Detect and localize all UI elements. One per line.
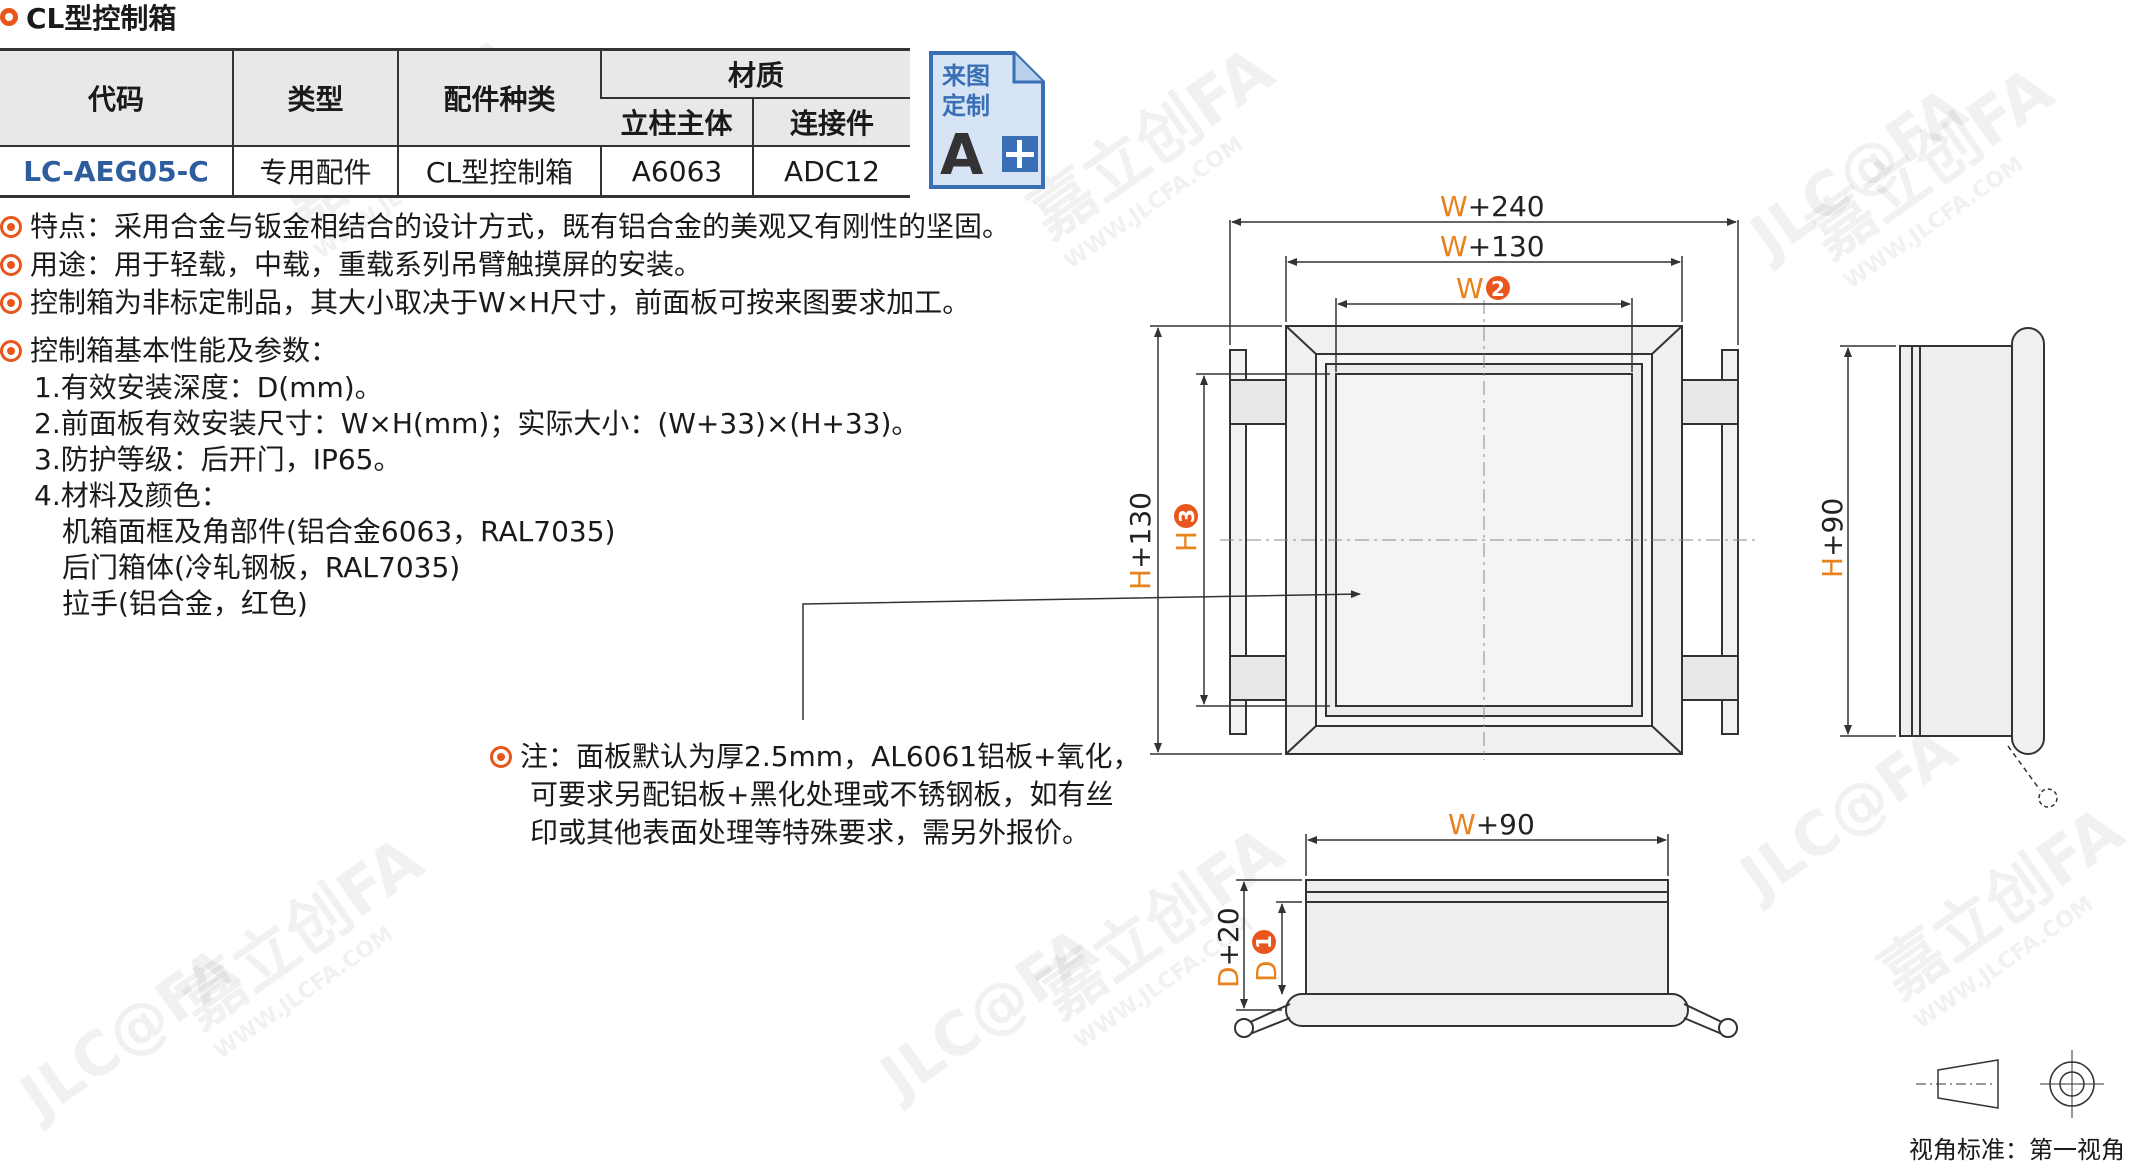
list-item: 控制箱基本性能及参数： — [0, 332, 919, 370]
dim-w-letter: W — [1448, 808, 1476, 841]
dim-w-letter: W — [1440, 190, 1468, 223]
target-bullet-icon — [490, 746, 512, 768]
list-item: 特点：采用合金与钣金相结合的设计方式，既有铝合金的美观又有刚性的坚固。 — [0, 208, 1010, 246]
dim-h-letter: H — [1170, 531, 1203, 552]
callout-3: 3 — [1175, 509, 1199, 523]
col-header-type: 类型 — [232, 48, 398, 147]
side-dim-label: H+90 — [1816, 498, 1849, 578]
dim-h-letter: H — [1816, 557, 1849, 578]
watermark-cn: 嘉立创FA — [1017, 33, 1287, 253]
param-item: 2.前面板有效安装尺寸：W×H(mm)；实际大小：(W+33)×(H+33)。 — [34, 407, 920, 440]
svg-text:D+20: D+20 — [1212, 907, 1245, 988]
dim-h-letter: H — [1124, 569, 1157, 590]
front-view — [802, 300, 1760, 760]
dim-d-letter: D — [1250, 960, 1283, 982]
top-dimensions — [1236, 834, 1669, 1011]
top-dim-labels: W+90 D+20 D 1 — [1212, 808, 1535, 988]
front-dim-labels: W+240 W+130 W 2 H+130 H 3 — [1124, 190, 1545, 590]
badge-line2: 定制 — [942, 92, 990, 120]
cell-part-kind: CL型控制箱 — [397, 146, 601, 198]
dim-w90: +90 — [1476, 808, 1535, 841]
table-row: LC-AEG05-C 专用配件 CL型控制箱 A6063 ADC12 — [0, 146, 910, 198]
material-item: 后门箱体(冷轧钢板，RAL7035) — [62, 551, 461, 584]
svg-text:H+90: H+90 — [1816, 498, 1849, 578]
dim-h90: +90 — [1816, 498, 1849, 557]
badge-letter: A — [940, 123, 984, 188]
col-header-part-kind: 配件种类 — [397, 48, 601, 147]
callout-2-icon — [1486, 276, 1510, 300]
dim-w-letter: W — [1440, 230, 1468, 263]
cell-code[interactable]: LC-AEG05-C — [0, 146, 233, 198]
front-dimensions — [1150, 218, 1739, 755]
svg-text:H+130: H+130 — [1124, 492, 1157, 590]
spec-table: 代码 类型 配件种类 材质 立柱主体 连接件 LC-AEG05-C 专用配件 C… — [0, 48, 910, 198]
ring-bullet-icon — [0, 8, 18, 26]
param-item: 4.材料及颜色： — [34, 479, 229, 512]
col-header-column-body: 立柱主体 — [601, 98, 753, 147]
cell-type: 专用配件 — [232, 146, 398, 198]
col-header-material: 材质 — [600, 48, 910, 99]
col-header-connector: 连接件 — [752, 98, 910, 147]
watermark-brand: JLC@FA — [1725, 714, 1970, 915]
cell-connector: ADC12 — [752, 146, 910, 198]
page-title: CL型控制箱 — [26, 2, 177, 35]
callout-1-icon — [1252, 930, 1276, 954]
feature-bullets: 特点：采用合金与钣金相结合的设计方式，既有铝合金的美观又有刚性的坚固。 用途：用… — [0, 208, 1010, 322]
note-line: 注：面板默认为厚2.5mm，AL6061铝板+氧化， — [490, 738, 1160, 776]
dim-d-letter: D — [1212, 966, 1245, 988]
svg-text:W+130: W+130 — [1440, 230, 1545, 263]
list-item: 用途：用于轻载，中载，重载系列吊臂触摸屏的安装。 — [0, 246, 1010, 284]
side-view — [1899, 327, 2058, 808]
col-header-code: 代码 — [0, 48, 233, 147]
badge-line1: 来图 — [942, 62, 990, 90]
first-angle-projection-icon — [1916, 1050, 2104, 1118]
dim-w240: +240 — [1468, 190, 1545, 223]
material-item: 拉手(铝合金，红色) — [62, 587, 308, 620]
note-line: 印或其他表面处理等特殊要求，需另外报价。 — [530, 816, 1091, 849]
note-line: 可要求另配铝板+黑化处理或不锈钢板，如有丝 — [530, 778, 1114, 811]
list-item: 控制箱为非标定制品，其大小取决于W×H尺寸，前面板可按来图要求加工。 — [0, 284, 1010, 322]
dim-w-letter: W — [1456, 272, 1484, 305]
target-bullet-icon — [0, 216, 22, 238]
custom-drawing-badge[interactable]: 来图 定制 A — [928, 50, 1046, 190]
param-item: 3.防护等级：后开门，IP65。 — [34, 443, 402, 476]
callout-1: 1 — [1252, 935, 1276, 949]
panel-note: 注：面板默认为厚2.5mm，AL6061铝板+氧化， 可要求另配铝板+黑化处理或… — [490, 738, 1160, 852]
svg-text:W+240: W+240 — [1440, 190, 1545, 223]
callout-3-icon — [1174, 504, 1198, 528]
param-item: 1.有效安装深度：D(mm)。 — [34, 371, 383, 404]
top-view — [1234, 879, 1738, 1038]
cell-column-body: A6063 — [600, 146, 753, 198]
dim-d20: +20 — [1212, 907, 1245, 966]
callout-2: 2 — [1491, 277, 1505, 301]
dim-h130: +130 — [1124, 492, 1157, 569]
dim-w130: +130 — [1468, 230, 1545, 263]
target-bullet-icon — [0, 254, 22, 276]
material-item: 机箱面框及角部件(铝合金6063，RAL7035) — [62, 515, 616, 548]
view-standard: 视角标准：第一视角 — [1909, 1136, 2125, 1164]
side-dimensions — [1840, 345, 1896, 737]
target-bullet-icon — [0, 292, 22, 314]
svg-text:W+90: W+90 — [1448, 808, 1535, 841]
title-row: CL型控制箱 — [0, 0, 177, 35]
params-block: 控制箱基本性能及参数： 1.有效安装深度：D(mm)。 2.前面板有效安装尺寸：… — [0, 332, 919, 622]
watermark-cn: 嘉立创FA — [167, 823, 437, 1043]
target-bullet-icon — [0, 340, 22, 362]
